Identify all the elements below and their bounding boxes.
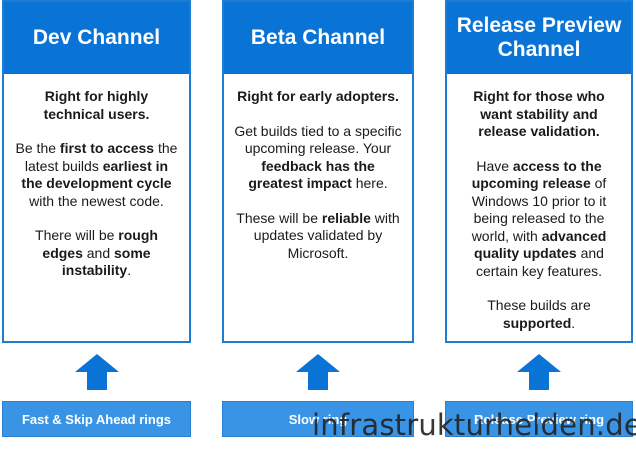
emphasis-text: Right for those who want stability and r… xyxy=(473,88,605,139)
emphasis-text: advanced quality updates xyxy=(474,227,607,262)
release-preview-ring-label: Release Preview ring xyxy=(445,401,633,437)
up-arrow-icon xyxy=(517,354,561,390)
dev-channel-p1: Right for highly technical users. xyxy=(14,88,179,123)
beta-channel-p2: Get builds tied to a specific upcoming r… xyxy=(234,123,402,193)
body-text: These will be xyxy=(236,209,322,226)
dev-channel-card: Dev Channel Right for highly technical u… xyxy=(2,0,191,343)
beta-channel-title: Beta Channel xyxy=(224,2,412,74)
beta-channel-card: Beta Channel Right for early adopters. G… xyxy=(222,0,414,343)
release-preview-channel-p3: These builds are supported. xyxy=(457,297,621,332)
body-text: and certain key features. xyxy=(475,245,604,279)
dev-channel-description: Right for highly technical users. Be the… xyxy=(4,74,189,280)
emphasis-text: supported xyxy=(502,314,572,331)
dev-channel-p3: There will be rough edges and some insta… xyxy=(14,227,179,280)
beta-ring-label: Slow ring xyxy=(222,401,414,437)
body-text: There will be xyxy=(35,227,119,243)
body-text: with the newest code. xyxy=(29,192,164,209)
dev-ring-label: Fast & Skip Ahead rings xyxy=(2,401,191,437)
body-text: Get builds tied to a specific upcoming r… xyxy=(234,122,402,157)
emphasis-text: access to the upcoming release xyxy=(471,157,602,192)
body-text: here. xyxy=(351,175,388,191)
dev-channel-p2: Be the first to access the latest builds… xyxy=(14,140,179,210)
release-preview-channel-title: Release Preview Channel xyxy=(447,2,631,74)
beta-channel-column: Beta Channel Right for early adopters. G… xyxy=(222,0,414,449)
emphasis-text: earliest in the development cycle xyxy=(21,157,172,192)
body-text: the latest builds xyxy=(24,140,178,174)
body-text: with updates validated by Microsoft. xyxy=(253,209,400,261)
emphasis-text: Right for early adopters. xyxy=(237,88,399,104)
dev-channel-column: Dev Channel Right for highly technical u… xyxy=(2,0,191,449)
watermark-text: infrastrukturhelden.de xyxy=(312,408,636,442)
emphasis-text: rough edges xyxy=(42,227,158,261)
body-text: Be the xyxy=(15,140,60,156)
release-preview-channel-description: Right for those who want stability and r… xyxy=(447,74,631,332)
emphasis-text: first to access xyxy=(59,140,155,156)
emphasis-text: some instability xyxy=(61,244,151,279)
beta-channel-p1: Right for early adopters. xyxy=(234,88,402,106)
beta-channel-p3: These will be reliable with updates vali… xyxy=(234,210,402,263)
emphasis-text: reliable xyxy=(321,209,371,226)
up-arrow-icon xyxy=(296,354,340,390)
release-preview-channel-card: Release Preview Channel Right for those … xyxy=(445,0,633,343)
beta-channel-description: Right for early adopters. Get builds tie… xyxy=(224,74,412,262)
up-arrow-icon xyxy=(75,354,119,390)
release-preview-channel-column: Release Preview Channel Right for those … xyxy=(445,0,633,449)
emphasis-text: feedback has the greatest impact xyxy=(248,157,375,192)
body-text: and xyxy=(82,244,115,261)
body-text: of Windows 10 prior to it being released… xyxy=(471,175,607,244)
body-text: . xyxy=(571,314,576,331)
release-preview-channel-p2: Have access to the upcoming release of W… xyxy=(457,158,621,281)
dev-channel-title: Dev Channel xyxy=(4,2,189,74)
emphasis-text: Right for highly technical users. xyxy=(43,88,150,122)
release-preview-channel-p1: Right for those who want stability and r… xyxy=(457,88,621,141)
body-text: Have xyxy=(476,157,513,174)
body-text: These builds are xyxy=(487,297,591,313)
body-text: . xyxy=(127,262,132,278)
